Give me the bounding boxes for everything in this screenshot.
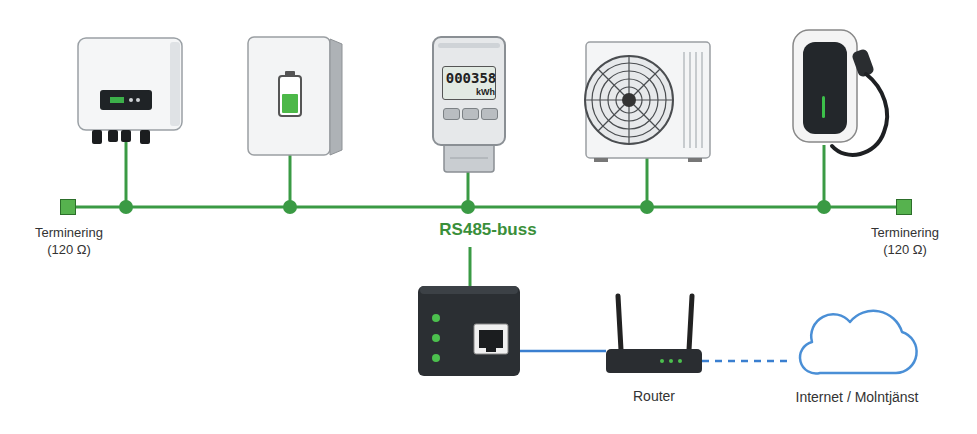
router-antenna <box>618 296 621 350</box>
heat-pump <box>585 56 673 144</box>
drop-wire <box>823 145 826 207</box>
bus-junction <box>640 200 654 214</box>
ev-charger <box>793 30 887 155</box>
rs485-gateway <box>432 334 440 342</box>
solar-inverter <box>78 38 182 130</box>
bus-junction <box>119 200 133 214</box>
meter-reading: 000358 <box>445 70 497 86</box>
home-battery <box>248 37 342 155</box>
termination-label: Terminering (120 Ω) <box>860 224 950 258</box>
rs485-gateway <box>432 354 440 362</box>
heat-pump <box>585 42 710 162</box>
termination-resistor: Terminering (120 Ω) <box>60 199 76 215</box>
router-led <box>669 359 673 363</box>
solar-inverter <box>121 130 131 142</box>
ev-charger <box>793 30 857 142</box>
rs485-gateway <box>420 286 518 294</box>
cloud-service: Internet / Molntjänst <box>792 310 922 376</box>
bus-junction <box>817 200 831 214</box>
bus-junction <box>283 200 297 214</box>
heat-pump <box>695 52 697 148</box>
heat-pump <box>683 52 685 148</box>
solar-inverter <box>129 98 133 102</box>
home-battery <box>279 76 301 116</box>
drop-wire <box>646 158 649 207</box>
meter-button <box>481 108 498 120</box>
heat-pump <box>684 52 702 148</box>
meter-button <box>443 108 460 120</box>
solar-inverter <box>92 130 102 144</box>
solar-inverter <box>110 97 124 103</box>
termination-resistor: Terminering (120 Ω) <box>896 199 912 215</box>
solar-inverter <box>78 38 182 144</box>
cloud-shape <box>800 311 917 374</box>
heat-pump <box>586 42 710 158</box>
cloud-outline <box>792 310 922 376</box>
router-led <box>660 359 664 363</box>
solar-inverter <box>108 130 118 142</box>
bus-junction <box>119 200 831 214</box>
drop-wire <box>125 140 128 207</box>
bus-junction <box>461 200 475 214</box>
rs485-gateway <box>486 348 496 352</box>
heat-pump <box>594 158 608 162</box>
ev-charger <box>851 48 875 78</box>
heat-pump <box>689 52 691 148</box>
meter-button <box>462 108 479 120</box>
router-led <box>678 359 682 363</box>
bus-connector <box>76 206 896 209</box>
rs485-gateway <box>479 330 503 348</box>
solar-inverter <box>140 130 150 144</box>
router-antenna <box>689 296 692 350</box>
energy-meter: 000358kWh <box>432 36 506 146</box>
bus-connector <box>702 360 792 363</box>
solar-inverter <box>136 98 140 102</box>
ev-charger <box>822 96 825 118</box>
heat-pump <box>688 158 702 162</box>
rs485-gateway <box>432 314 440 322</box>
cloud-label: Internet / Molntjänst <box>762 389 952 406</box>
drop-wire <box>289 150 292 207</box>
bus-label: RS485-buss <box>408 220 568 240</box>
heat-pump <box>598 69 660 131</box>
ev-charger <box>832 74 887 155</box>
rs485-gateway <box>474 324 508 354</box>
meter-unit: kWh <box>445 87 495 97</box>
drop-wire <box>126 140 824 290</box>
solar-inverter <box>100 90 152 110</box>
ethernet-cable <box>520 350 606 353</box>
router-antenna <box>618 296 692 350</box>
home-battery <box>282 94 298 113</box>
meter-terminal <box>450 158 488 159</box>
ev-charger <box>803 42 847 134</box>
drop-wire <box>469 247 472 290</box>
solar-inverter <box>170 42 180 126</box>
heat-pump <box>701 52 703 148</box>
meter-top-strip <box>438 43 500 48</box>
router: Router <box>606 349 702 373</box>
rs485-gateway <box>418 286 520 376</box>
heat-pump <box>598 69 660 131</box>
heat-pump <box>622 93 636 107</box>
termination-label: Terminering (120 Ω) <box>24 224 114 258</box>
rs485-gateway <box>418 286 520 376</box>
router-label: Router <box>594 388 714 405</box>
home-battery <box>330 39 342 155</box>
home-battery <box>248 37 330 155</box>
